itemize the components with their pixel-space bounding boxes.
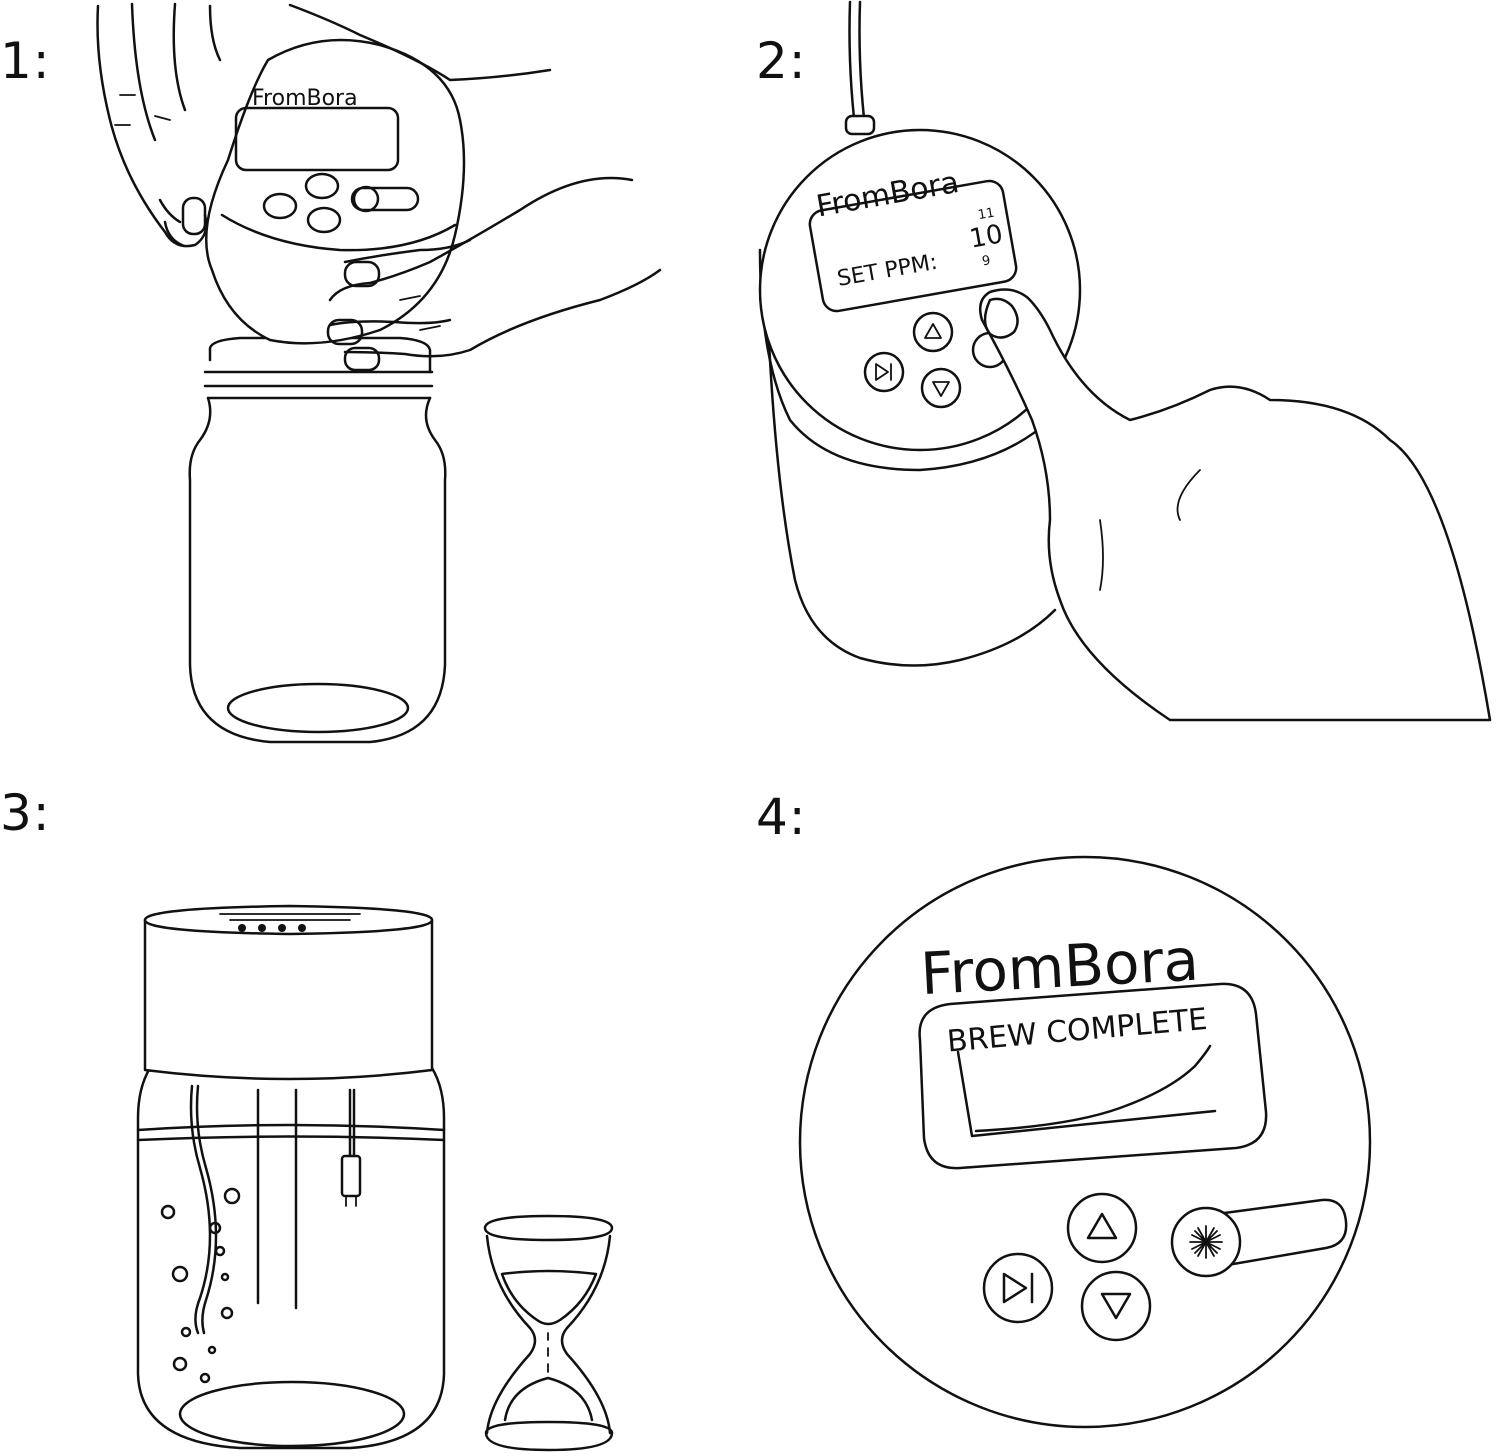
sparkle-toggle[interactable] xyxy=(1170,1198,1348,1278)
button-up[interactable] xyxy=(912,311,954,353)
frombora-device: FromBora SET PPM: 11 10 9 xyxy=(758,128,1082,667)
device-brand: FromBora xyxy=(919,926,1201,1008)
device-screen xyxy=(808,179,1018,313)
step-4-illustration: FromBora BREW COMPLETE xyxy=(798,855,1372,1429)
screen-label: BREW COMPLETE xyxy=(946,1002,1209,1060)
device-screen xyxy=(234,106,400,172)
fingernail xyxy=(983,297,1019,339)
step-3-illustration xyxy=(136,904,614,1452)
sensor xyxy=(340,1154,362,1198)
step-3-number: 3: xyxy=(0,784,51,842)
up-arrow-icon xyxy=(1086,1212,1118,1240)
step-2-illustration: FromBora SET PPM: 11 10 9 xyxy=(758,0,1492,722)
screen-value-current: 10 xyxy=(967,219,1005,254)
hand-bottom xyxy=(326,176,662,372)
device-button-up[interactable] xyxy=(304,172,340,200)
pointing-hand xyxy=(979,288,1492,722)
step-2-number: 2: xyxy=(756,32,807,90)
button-up[interactable] xyxy=(1066,1192,1138,1264)
down-arrow-icon xyxy=(932,381,950,397)
frombora-device: FromBora xyxy=(204,38,466,345)
step-4-panel: 4: FromBora BREW COMPLETE xyxy=(750,728,1500,1456)
device-button-play[interactable] xyxy=(262,192,298,220)
play-pause-icon xyxy=(1002,1272,1034,1304)
air-tube xyxy=(189,1084,212,1335)
button-down[interactable] xyxy=(920,367,962,409)
up-arrow-icon xyxy=(924,323,942,339)
brew-graph xyxy=(956,1044,1217,1138)
step-4-number: 4: xyxy=(756,788,807,846)
device-screen xyxy=(918,982,1268,1170)
bubbles xyxy=(160,1187,241,1384)
hourglass-icon xyxy=(483,1214,614,1452)
step-1-illustration: FromBora xyxy=(96,2,662,744)
screen-value-above: 11 xyxy=(977,206,996,224)
hand-top xyxy=(96,2,552,248)
button-play-pause[interactable] xyxy=(982,1252,1054,1324)
step-1-panel: 1: FromBora xyxy=(0,0,750,744)
sparkle-icon xyxy=(1189,1225,1223,1259)
device-button-down[interactable] xyxy=(306,206,342,234)
play-pause-icon xyxy=(875,363,892,381)
step-3-panel: 3: xyxy=(0,728,750,1456)
device-toggle[interactable] xyxy=(350,186,420,212)
button-play-pause[interactable] xyxy=(863,351,905,393)
device-face: FromBora BREW COMPLETE xyxy=(798,855,1372,1429)
jar-with-device xyxy=(136,904,446,1450)
power-cable xyxy=(844,0,876,136)
down-arrow-icon xyxy=(1100,1292,1132,1320)
button-down[interactable] xyxy=(1080,1270,1152,1342)
mason-jar xyxy=(188,336,447,744)
step-2-panel: 2: FromBora SET PPM: 11 10 9 xyxy=(750,0,1500,728)
step-1-number: 1: xyxy=(0,32,51,90)
screen-value-below: 9 xyxy=(981,253,992,269)
